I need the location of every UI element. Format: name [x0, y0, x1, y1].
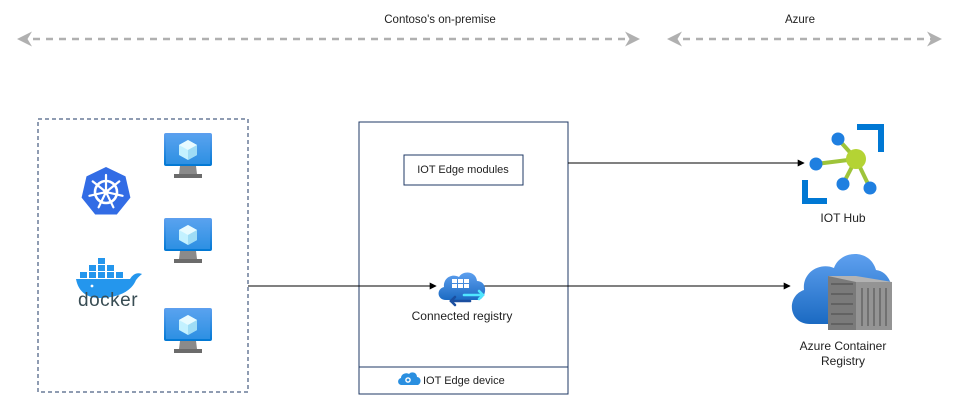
iot-edge-device-label: IOT Edge device	[423, 375, 505, 387]
vm-icon	[164, 308, 212, 353]
connected-registry-label: Connected registry	[411, 309, 513, 323]
container-registry-icon	[791, 254, 892, 330]
connected-registry-icon	[438, 272, 486, 307]
iot-hub-label: IOT Hub	[820, 211, 866, 225]
vm-icon	[164, 218, 212, 263]
iot-hub-icon	[802, 124, 884, 204]
docker-wordmark: docker	[78, 290, 139, 311]
onprem-cluster-box	[37, 118, 249, 393]
iot-edge-modules-box	[403, 154, 524, 186]
acr-label-line2: Registry	[820, 354, 866, 368]
docker-icon	[76, 258, 142, 298]
iot-edge-cloud-icon	[398, 372, 421, 385]
vm-icon	[164, 133, 212, 178]
kubernetes-icon	[81, 167, 131, 215]
acr-label-line1: Azure Container	[799, 339, 887, 353]
iot-edge-modules-label: IOT Edge modules	[417, 164, 509, 176]
onprem-zone-label: Contoso's on-premise	[384, 14, 496, 26]
azure-zone-label: Azure	[784, 14, 816, 26]
